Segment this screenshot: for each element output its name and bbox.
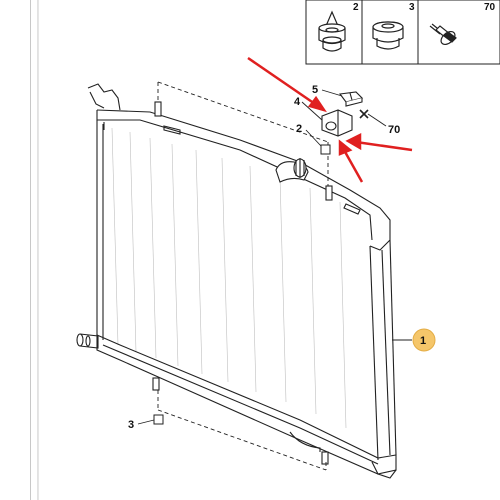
radiator-top-tank bbox=[96, 109, 391, 251]
callout-5: 5 bbox=[312, 84, 318, 96]
grommet-marker-2 bbox=[320, 144, 331, 155]
table-header-part-70: 70 bbox=[484, 2, 496, 13]
callout-2: 2 bbox=[296, 123, 302, 135]
flange-bolt-icon bbox=[429, 23, 457, 46]
viewer-frame-left bbox=[30, 0, 38, 500]
upper-mount-bracket bbox=[321, 109, 353, 137]
radiator-core-right-edge bbox=[369, 245, 379, 461]
red-arrow-top bbox=[247, 56, 327, 113]
red-arrow-bottom bbox=[338, 139, 364, 183]
retaining-clip bbox=[338, 91, 364, 107]
mount-marker-3 bbox=[153, 414, 164, 425]
radiator-core-fins bbox=[111, 127, 347, 429]
radiator-outlet-pipe bbox=[76, 333, 99, 349]
bolt-70-marker bbox=[359, 109, 369, 119]
callout-1-badge: 1 bbox=[412, 328, 436, 352]
callout-3: 3 bbox=[128, 419, 134, 431]
red-arrow-right bbox=[345, 132, 413, 152]
viewer-frame-divider bbox=[38, 0, 39, 500]
radiator-filler-neck bbox=[275, 158, 309, 183]
callout-leader-lines bbox=[137, 89, 412, 425]
callout-1: 1 bbox=[420, 335, 426, 347]
radiator-top-pegs bbox=[154, 101, 333, 201]
radiator-top-bracket bbox=[87, 83, 121, 111]
red-pointer-arrows bbox=[247, 56, 413, 183]
isolator-grommet-icon bbox=[318, 10, 346, 52]
radiator-bottom-tank bbox=[96, 334, 397, 475]
table-header-part-3: 3 bbox=[409, 2, 415, 13]
callout-70: 70 bbox=[388, 124, 400, 136]
rubber-mount-icon bbox=[372, 21, 404, 50]
table-header-part-2: 2 bbox=[353, 2, 359, 13]
callout-4: 4 bbox=[294, 96, 301, 108]
radiator-lower-pegs bbox=[152, 377, 329, 465]
assembly-guide-lines bbox=[157, 81, 329, 471]
radiator-assembly bbox=[76, 83, 397, 479]
parts-table: 2 3 70 bbox=[305, 0, 500, 65]
callout-labels: 5 4 2 70 3 1 bbox=[128, 84, 436, 431]
